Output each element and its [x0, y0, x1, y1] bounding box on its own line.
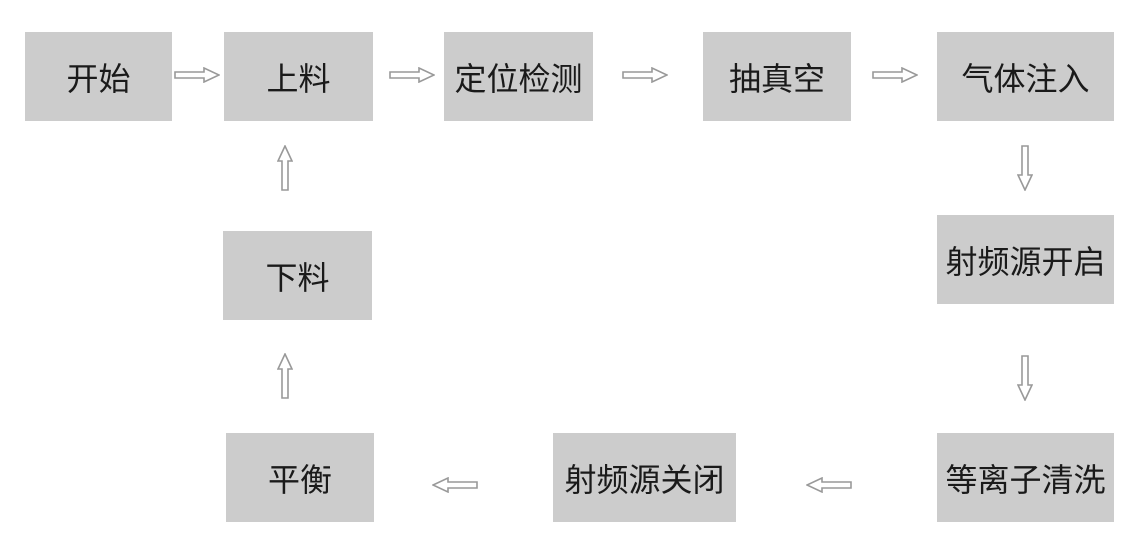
arrow-down-icon — [1017, 145, 1033, 191]
arrow-left-icon — [432, 477, 478, 493]
node-rf-off: 射频源关闭 — [553, 433, 736, 522]
arrow-down-icon — [1017, 355, 1033, 401]
arrow-right-icon — [872, 67, 918, 83]
node-gas-injection: 气体注入 — [937, 32, 1114, 121]
node-plasma-cleaning: 等离子清洗 — [937, 433, 1114, 522]
node-positioning: 定位检测 — [444, 32, 593, 121]
arrow-right-icon — [174, 67, 220, 83]
arrow-left-icon — [806, 477, 852, 493]
node-vacuum: 抽真空 — [703, 32, 851, 121]
node-start: 开始 — [25, 32, 172, 121]
arrow-right-icon — [622, 67, 668, 83]
arrow-right-icon — [389, 67, 435, 83]
arrow-up-icon — [277, 145, 293, 191]
arrow-up-icon — [277, 353, 293, 399]
node-balance: 平衡 — [226, 433, 374, 522]
node-loading: 上料 — [224, 32, 373, 121]
node-unloading: 下料 — [223, 231, 372, 320]
node-rf-on: 射频源开启 — [937, 215, 1114, 304]
